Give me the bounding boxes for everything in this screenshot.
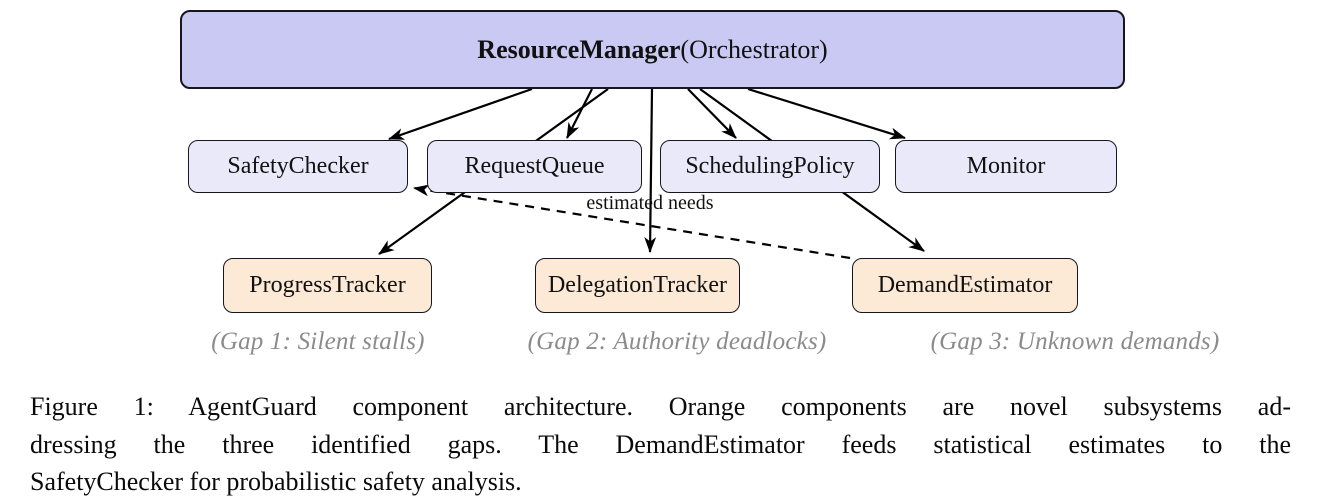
node-progress-tracker-label: ProgressTracker [249,272,406,298]
node-request-queue: RequestQueue [427,140,642,193]
node-demand-estimator: DemandEstimator [852,258,1078,313]
caption-line-1: Figure 1: AgentGuard component architect… [30,392,1291,421]
node-demand-estimator-label: DemandEstimator [877,272,1053,298]
node-scheduling-policy: SchedulingPolicy [660,140,880,193]
edge-orchestrator-requestqueue [566,88,593,139]
gap-2-annotation: (Gap 2: Authority deadlocks) [527,328,827,355]
figure-caption: Figure 1: AgentGuard component architect… [30,388,1291,500]
node-progress-tracker: ProgressTracker [223,258,432,313]
node-resource-manager-sublabel: (Orchestrator) [680,34,828,64]
edge-orchestrator-delegationtracker [644,88,657,253]
node-monitor: Monitor [895,140,1117,193]
caption-line-3: SafetyChecker for probabilistic safety a… [30,467,522,497]
node-monitor-label: Monitor [966,153,1046,179]
gap-1-annotation: (Gap 1: Silent stalls) [211,328,425,355]
architecture-diagram: ResourceManager (Orchestrator) SafetyChe… [180,10,1220,355]
node-resource-manager-label: ResourceManager [477,34,681,64]
estimated-needs-edge-label: estimated needs [586,192,714,214]
node-delegation-tracker-label: DelegationTracker [547,272,728,298]
edge-orchestrator-schedulingpolicy [687,88,737,139]
edge-orchestrator-monitor [747,87,906,140]
edge-orchestrator-safetychecker [388,87,533,141]
gap-3-annotation: (Gap 3: Unknown demands) [930,328,1220,355]
node-request-queue-label: RequestQueue [464,153,605,179]
node-safety-checker: SafetyChecker [188,140,408,193]
node-delegation-tracker: DelegationTracker [535,258,740,313]
caption-line-2: dressing the three identified gaps. The … [30,429,1291,459]
node-scheduling-policy-label: SchedulingPolicy [685,153,855,179]
node-resource-manager: ResourceManager (Orchestrator) [180,10,1125,89]
node-safety-checker-label: SafetyChecker [227,153,369,179]
